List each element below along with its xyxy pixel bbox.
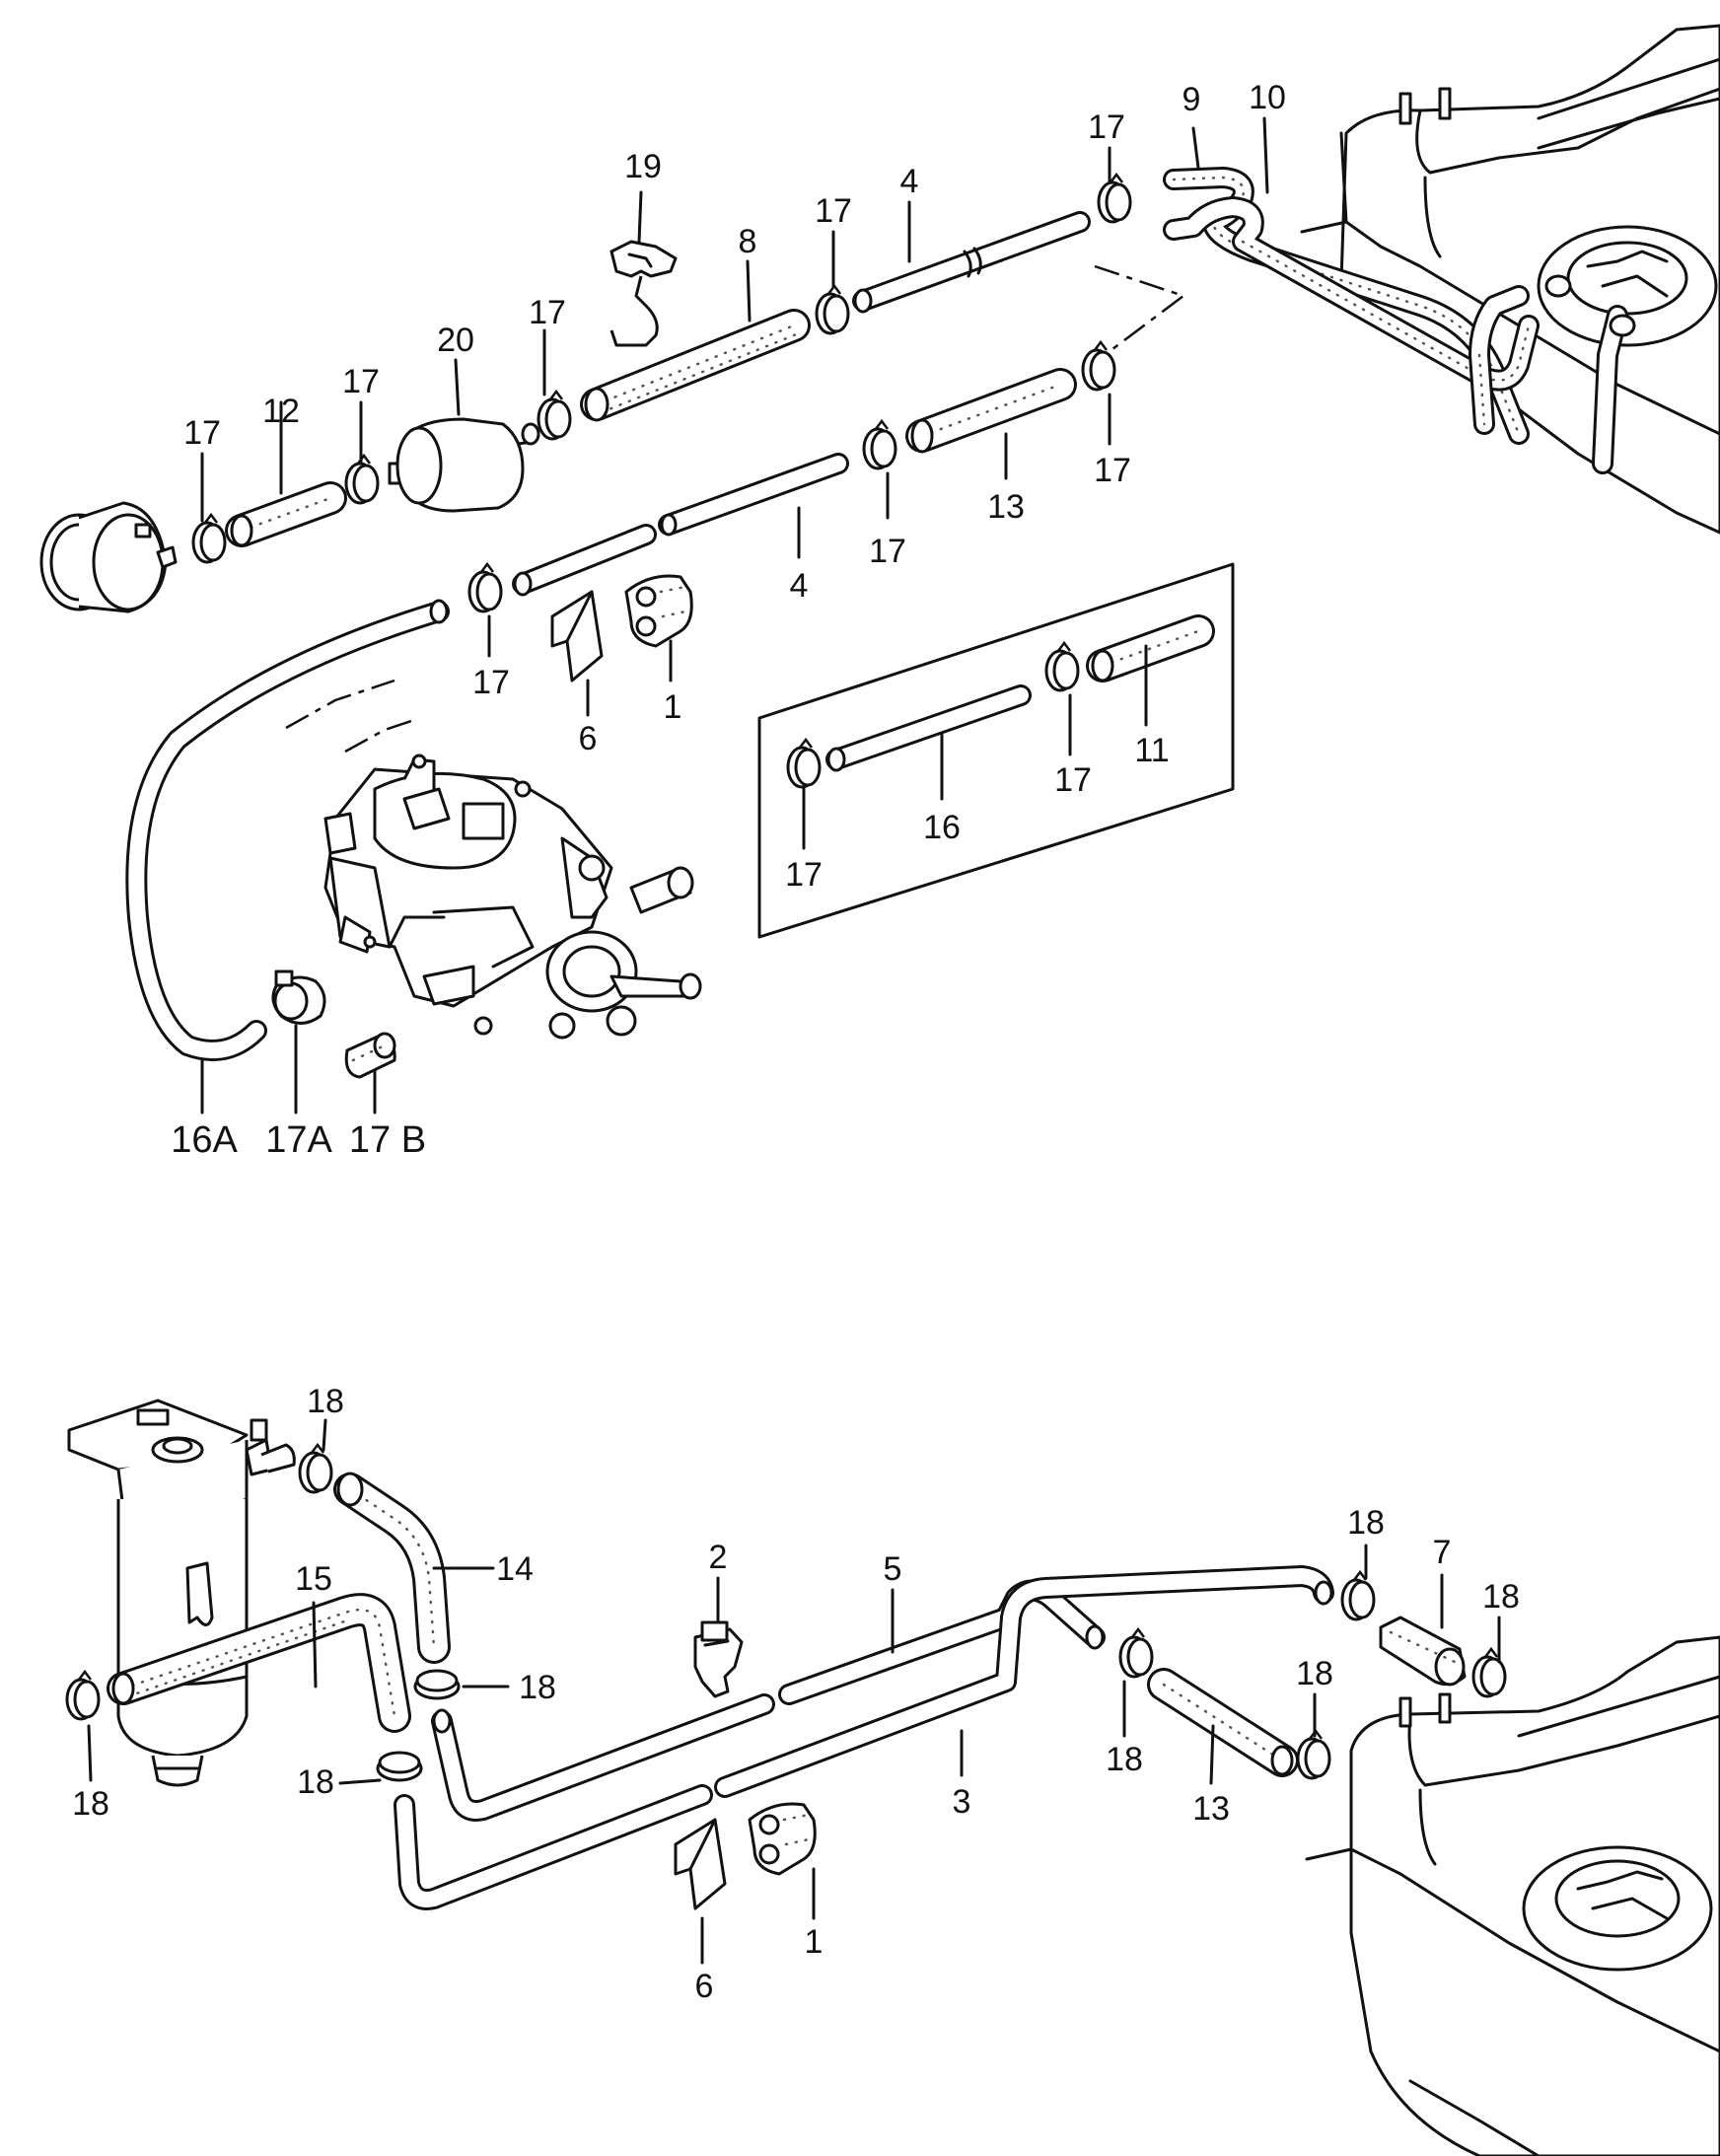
callout-17: 17 [815,192,852,230]
fuel-line-3 [394,1565,1334,1910]
hose-clamp-icon [1044,641,1080,692]
callout-17: 17 [529,294,566,331]
callout-13: 13 [1192,1790,1230,1828]
fuel-filter-icon [388,417,540,513]
callout-17: 17 [1094,452,1131,489]
callout-16: 16 [923,809,961,846]
callouts-bottom: 18 14 18 15 18 18 2 5 3 6 1 18 7 18 18 1… [72,1383,1520,2005]
leader-lines-bottom [87,1418,1501,1965]
leader-lines-top [200,116,1269,1114]
callout-17: 17 [472,664,510,701]
fuel-tank-icon [1300,24,1720,535]
cap-17B-icon [344,1032,396,1079]
top-assembly: 19 8 17 4 17 9 10 20 17 17 12 17 17 13 1… [39,24,1720,1161]
hose-clamp-icon [537,390,572,441]
carburetor-icon [323,754,702,1040]
grommet-1-icon [748,1802,817,1876]
hose-clamp-icon [1081,340,1116,392]
hose-8 [580,309,811,422]
hose-4-lower [512,453,849,597]
hose-13-bottom [1147,1668,1299,1777]
inlet-connector-icon [39,501,178,613]
hose-clamp-icon [786,738,822,789]
hose-14 [333,1472,451,1664]
optional-parts-inset [757,562,1235,939]
callout-17B: 17 B [349,1119,426,1161]
hose-clamp-icon [1340,1570,1376,1621]
callout-8: 8 [739,223,757,260]
callout-6: 6 [695,1968,714,2005]
hose-clamp-icon [376,1751,423,1782]
callout-2: 2 [709,1539,728,1576]
tank-fuel-line-10 [1163,196,1540,392]
callout-18: 18 [297,1763,334,1801]
callout-18: 18 [72,1785,109,1823]
hose-clamp-icon [862,419,897,470]
callout-12: 12 [262,393,300,430]
callout-18: 18 [1106,1741,1143,1778]
callout-17: 17 [1054,761,1092,799]
callout-17: 17 [183,414,221,452]
hose-13-top [905,368,1077,454]
callout-17A: 17A [265,1119,332,1161]
fuel-tank-icon [1305,1635,1720,2156]
callout-9: 9 [1182,81,1201,118]
callout-13: 13 [987,488,1025,526]
callout-14: 14 [496,1550,534,1588]
callout-4: 4 [900,163,919,200]
return-hose-16A [125,599,450,1061]
hose-clamp-icon [191,513,227,564]
callout-7: 7 [1433,1534,1452,1571]
hose-clamp-icon [815,284,850,335]
callout-4: 4 [790,567,809,605]
callout-17: 17 [342,363,380,400]
callout-10: 10 [1249,79,1286,116]
callout-5: 5 [884,1550,902,1588]
hose-4-upper [852,211,1091,314]
callout-11: 11 [1134,732,1169,769]
hose-clamp-icon [1296,1729,1331,1780]
clip-2-icon [693,1620,744,1698]
callout-17: 17 [1088,108,1125,146]
grommet-1-icon [624,574,693,648]
hose-12 [225,481,347,547]
clip-19-icon [609,240,678,347]
callout-3: 3 [953,1783,971,1821]
diesel-fuel-filter-icon [67,1399,296,1787]
hose-clamp-icon [65,1670,101,1721]
hose-clamp-icon [298,1443,333,1494]
hose-15 [107,1593,411,1733]
callout-6: 6 [579,720,598,757]
callouts-top: 19 8 17 4 17 9 10 20 17 17 12 17 17 13 1… [171,79,1286,1161]
callout-1: 1 [805,1923,824,1961]
hose-clamp-icon [1118,1627,1154,1679]
callout-16A: 16A [171,1119,238,1161]
hose-clamp-icon [467,562,503,613]
callout-1: 1 [664,688,682,726]
callout-19: 19 [624,148,662,185]
callout-20: 20 [437,322,474,359]
bracket-6-icon [674,1818,727,1910]
callout-18: 18 [1347,1504,1385,1542]
hose-clamp-icon [413,1669,461,1700]
callout-18: 18 [1296,1655,1333,1692]
callout-17: 17 [785,856,823,894]
callout-17: 17 [869,533,906,570]
hose-clamp-icon [344,454,380,505]
hose-clamp-icon [1097,173,1132,224]
callout-18: 18 [1482,1578,1520,1616]
clamp-17A-icon [271,970,326,1025]
callout-18: 18 [307,1383,344,1420]
hose-7 [1379,1616,1467,1687]
callout-15: 15 [295,1560,332,1598]
bracket-6-icon [550,590,604,683]
bottom-assembly: 18 14 18 15 18 18 2 5 3 6 1 18 7 18 18 1… [65,1383,1720,2156]
callout-18: 18 [519,1669,556,1706]
